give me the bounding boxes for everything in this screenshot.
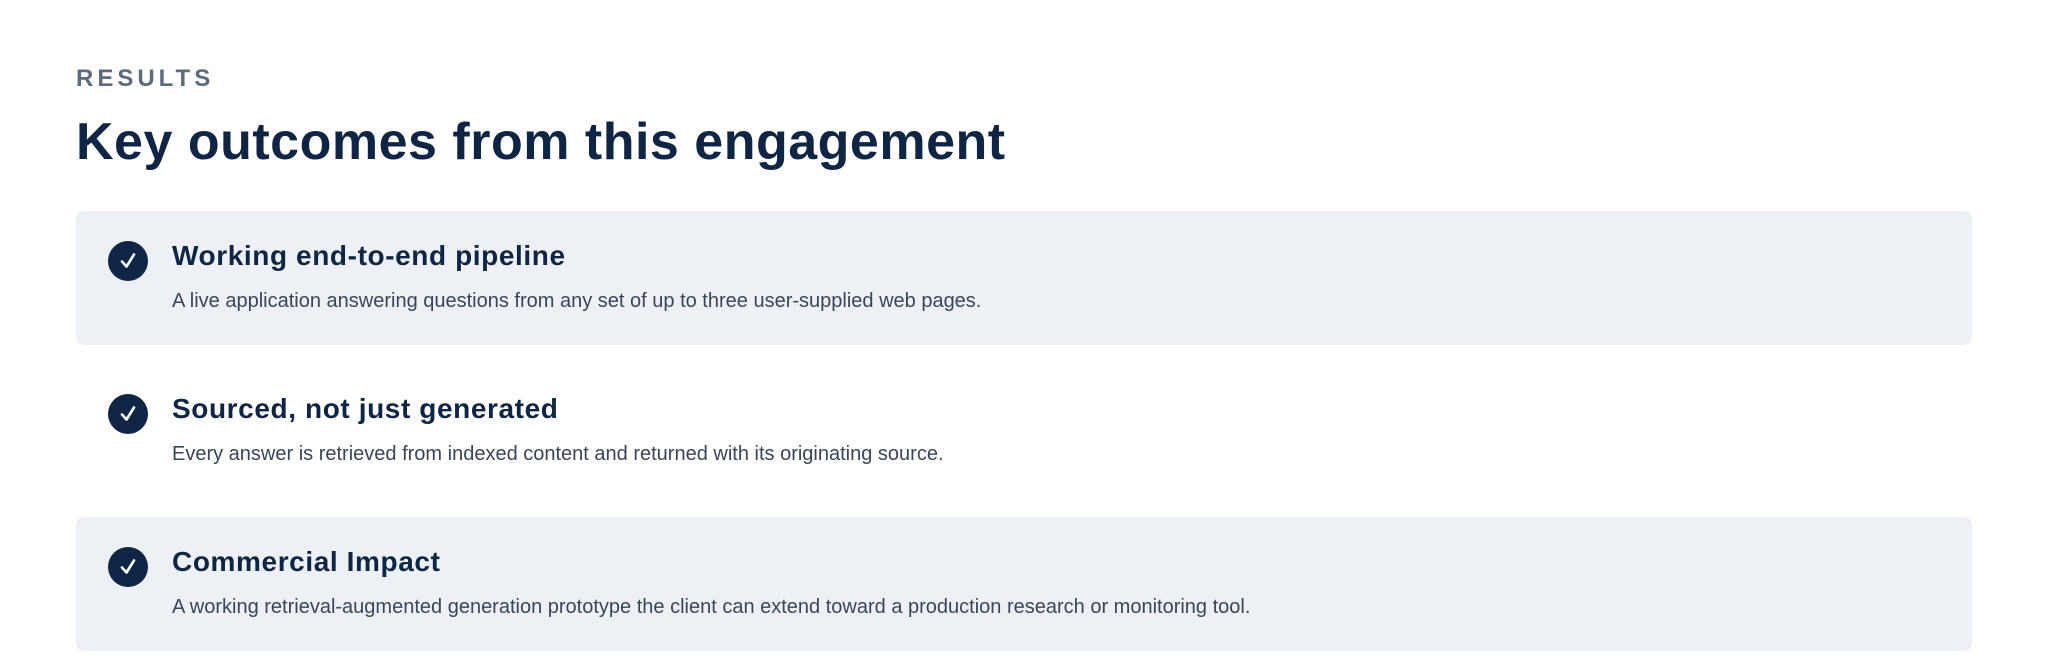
check-circle-icon xyxy=(108,547,148,587)
section-eyebrow: RESULTS xyxy=(76,65,215,92)
outcome-item-pipeline: Working end-to-end pipeline A live appli… xyxy=(76,211,1972,345)
outcome-item-commercial-impact: Commercial Impact A working retrieval-au… xyxy=(76,517,1972,651)
outcome-description: A live application answering questions f… xyxy=(172,290,982,312)
checkmark-icon xyxy=(120,559,136,574)
check-circle-icon xyxy=(108,241,148,281)
outcome-title: Working end-to-end pipeline xyxy=(172,240,566,271)
outcome-item-sourced: Sourced, not just generated Every answer… xyxy=(76,364,1972,498)
page-title: Key outcomes from this engagement xyxy=(76,113,1006,171)
check-circle-icon xyxy=(108,394,148,434)
outcome-title: Sourced, not just generated xyxy=(172,393,559,424)
outcomes-list: Working end-to-end pipeline A live appli… xyxy=(76,211,1972,651)
checkmark-icon xyxy=(120,253,136,268)
outcome-description: Every answer is retrieved from indexed c… xyxy=(172,443,944,465)
outcome-title: Commercial Impact xyxy=(172,546,441,577)
checkmark-icon xyxy=(120,406,136,421)
outcome-description: A working retrieval-augmented generation… xyxy=(172,596,1251,618)
